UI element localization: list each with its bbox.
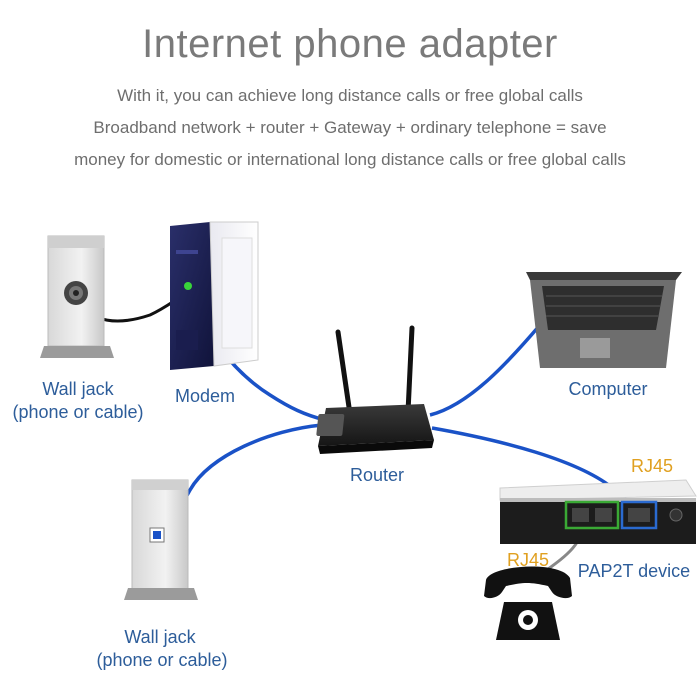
- rj45-top-label: RJ45: [630, 456, 674, 476]
- telephone-icon: [484, 566, 572, 640]
- modem-label: Modem: [174, 386, 236, 406]
- subtitle-line-3: money for domestic or international long…: [74, 150, 626, 169]
- rj45-bottom-label: RJ45: [506, 550, 550, 570]
- wall-jack-bottom-label: Wall jack: [118, 626, 202, 649]
- wall-jack-top-label-line2: (phone or cable): [12, 402, 144, 422]
- page-title: Internet phone adapter: [142, 22, 558, 66]
- laptop-icon: [526, 272, 682, 368]
- subtitle-line-2: Broadband network + router + Gateway + o…: [93, 118, 607, 137]
- wall-jack-top-sublabel: (phone or cable): [0, 401, 156, 424]
- router-label: Router: [349, 465, 405, 485]
- wall-jack-bottom-label-line1: Wall jack: [124, 627, 196, 647]
- gateway-icon: [499, 479, 697, 544]
- wall-jack-icon: [40, 235, 114, 358]
- subtitle-line-1: With it, you can achieve long distance c…: [117, 86, 583, 105]
- modem-icon: [170, 221, 259, 370]
- wall-jack-icon: [124, 479, 198, 600]
- cable-router-computer: [429, 323, 542, 417]
- router-icon: [316, 325, 434, 454]
- wall-jack-top-label: Wall jack: [36, 378, 120, 401]
- computer-label: Computer: [568, 379, 648, 399]
- pap2t-label: PAP2T device: [577, 561, 691, 581]
- wall-jack-bottom-label-line2: (phone or cable): [96, 650, 228, 670]
- wall-jack-top-label-line1: Wall jack: [42, 379, 114, 399]
- wall-jack-bottom-sublabel: (phone or cable): [84, 649, 240, 672]
